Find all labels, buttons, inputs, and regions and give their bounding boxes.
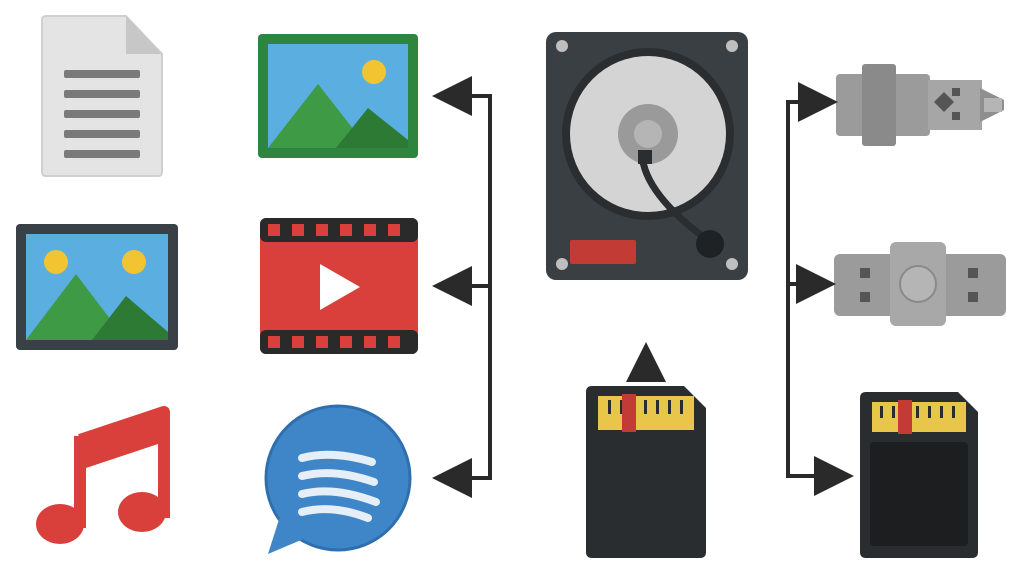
video-icon (258, 216, 420, 356)
music-note-icon (34, 406, 174, 548)
document-icon (38, 12, 166, 180)
chat-bubble-icon (262, 402, 412, 558)
hard-drive-icon (544, 30, 750, 282)
sd-card-icon (584, 384, 708, 560)
usb-drive-icon (834, 62, 1008, 148)
usb-drive-open-icon (832, 240, 1008, 328)
image-icon (14, 222, 180, 352)
photo-icon (256, 32, 420, 160)
sd-card-icon (858, 390, 980, 560)
